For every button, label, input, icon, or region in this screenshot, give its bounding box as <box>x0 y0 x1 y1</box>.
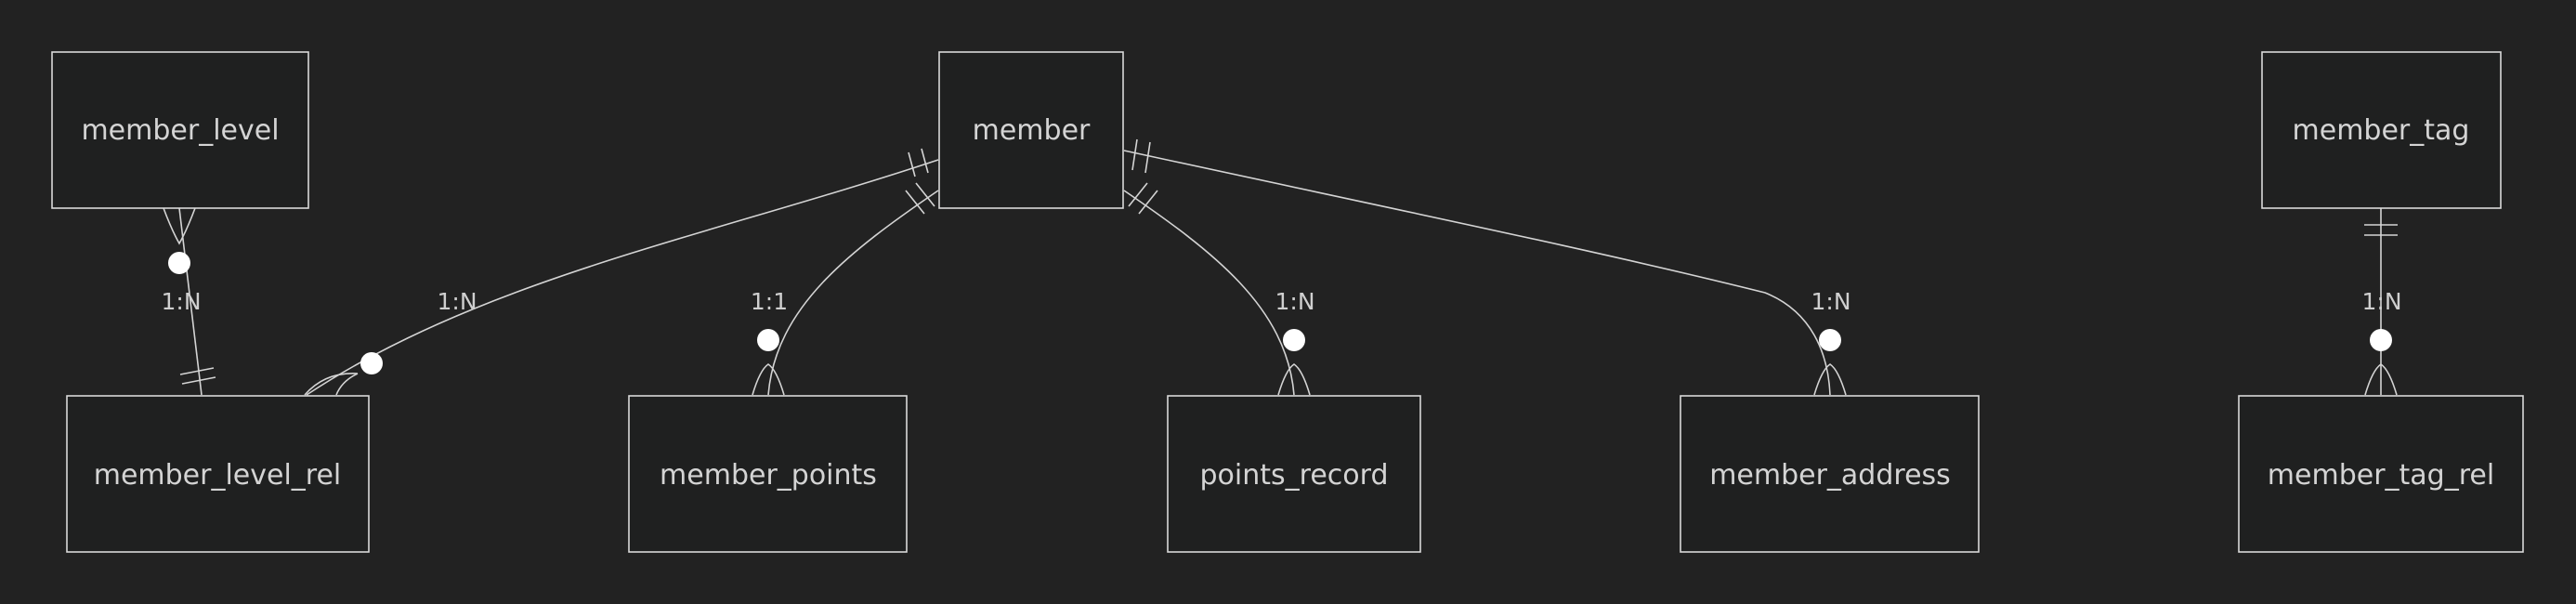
optional-circle-member-points <box>757 329 779 351</box>
rel-line-member-to-level-rel <box>306 159 939 396</box>
crows-foot-points-record <box>1277 363 1311 396</box>
entity-member-points[interactable]: member_points <box>628 395 908 553</box>
cardinality-markers <box>163 138 2398 396</box>
rel-line-member-to-points-record <box>1123 190 1295 396</box>
crows-foot-member-level <box>163 207 196 245</box>
entity-label-member-tag: member_tag <box>2293 114 2470 147</box>
rel-label-member-points: 1:1 <box>751 288 788 315</box>
entity-label-member-tag-rel: member_tag_rel <box>2268 459 2494 492</box>
rel-label-points-record: 1:N <box>1275 288 1314 315</box>
one-bars-member-bottom-right <box>1128 182 1158 215</box>
one-bars-member-tag <box>2364 224 2398 236</box>
entity-label-member-points: member_points <box>660 459 877 492</box>
rel-label-member-level-rel: 1:N <box>437 288 477 315</box>
rel-label-member-tag: 1:N <box>2361 288 2401 315</box>
entity-label-member-level: member_level <box>81 114 279 147</box>
crows-foot-member-address <box>1813 363 1847 396</box>
crows-foot-member-tag-rel <box>2364 363 2398 396</box>
cardinality-labels: 1:N 1:N 1:1 1:N 1:N 1:N <box>161 288 2401 315</box>
entity-points-record[interactable]: points_record <box>1167 395 1421 553</box>
one-bars-level-rel-top <box>179 367 216 385</box>
rel-label-member-address: 1:N <box>1811 288 1850 315</box>
entity-label-member: member <box>973 114 1091 147</box>
entity-label-member-address: member_address <box>1709 459 1951 492</box>
entity-member-address[interactable]: member_address <box>1680 395 1980 553</box>
crows-foot-level-rel <box>304 373 359 396</box>
optional-circle-level-rel <box>360 352 383 374</box>
optional-circle-points-record <box>1283 329 1305 351</box>
entity-member-level-rel[interactable]: member_level_rel <box>66 395 370 553</box>
one-bars-member-bottom-left <box>905 182 935 215</box>
one-bars-member-right <box>1131 138 1151 174</box>
rel-line-member-to-address <box>1123 150 1831 396</box>
rel-line-member-to-points <box>767 190 939 396</box>
optional-circle-member-address <box>1819 329 1841 351</box>
entity-member-tag[interactable]: member_tag <box>2261 51 2502 209</box>
crows-foot-member-points <box>752 363 785 396</box>
rel-label-member-level: 1:N <box>161 288 201 315</box>
relationship-lines <box>178 150 2382 396</box>
entity-member-level[interactable]: member_level <box>51 51 309 209</box>
optional-circle-member-tag-rel <box>2370 329 2392 351</box>
entity-member-tag-rel[interactable]: member_tag_rel <box>2238 395 2524 553</box>
rel-line-member-level-to-level-rel <box>178 207 203 396</box>
entity-member[interactable]: member <box>938 51 1124 209</box>
entity-label-points-record: points_record <box>1200 459 1389 492</box>
entity-label-member-level-rel: member_level_rel <box>94 459 342 492</box>
one-bars-member-left <box>908 148 929 177</box>
optional-circle-member-level <box>168 252 190 274</box>
